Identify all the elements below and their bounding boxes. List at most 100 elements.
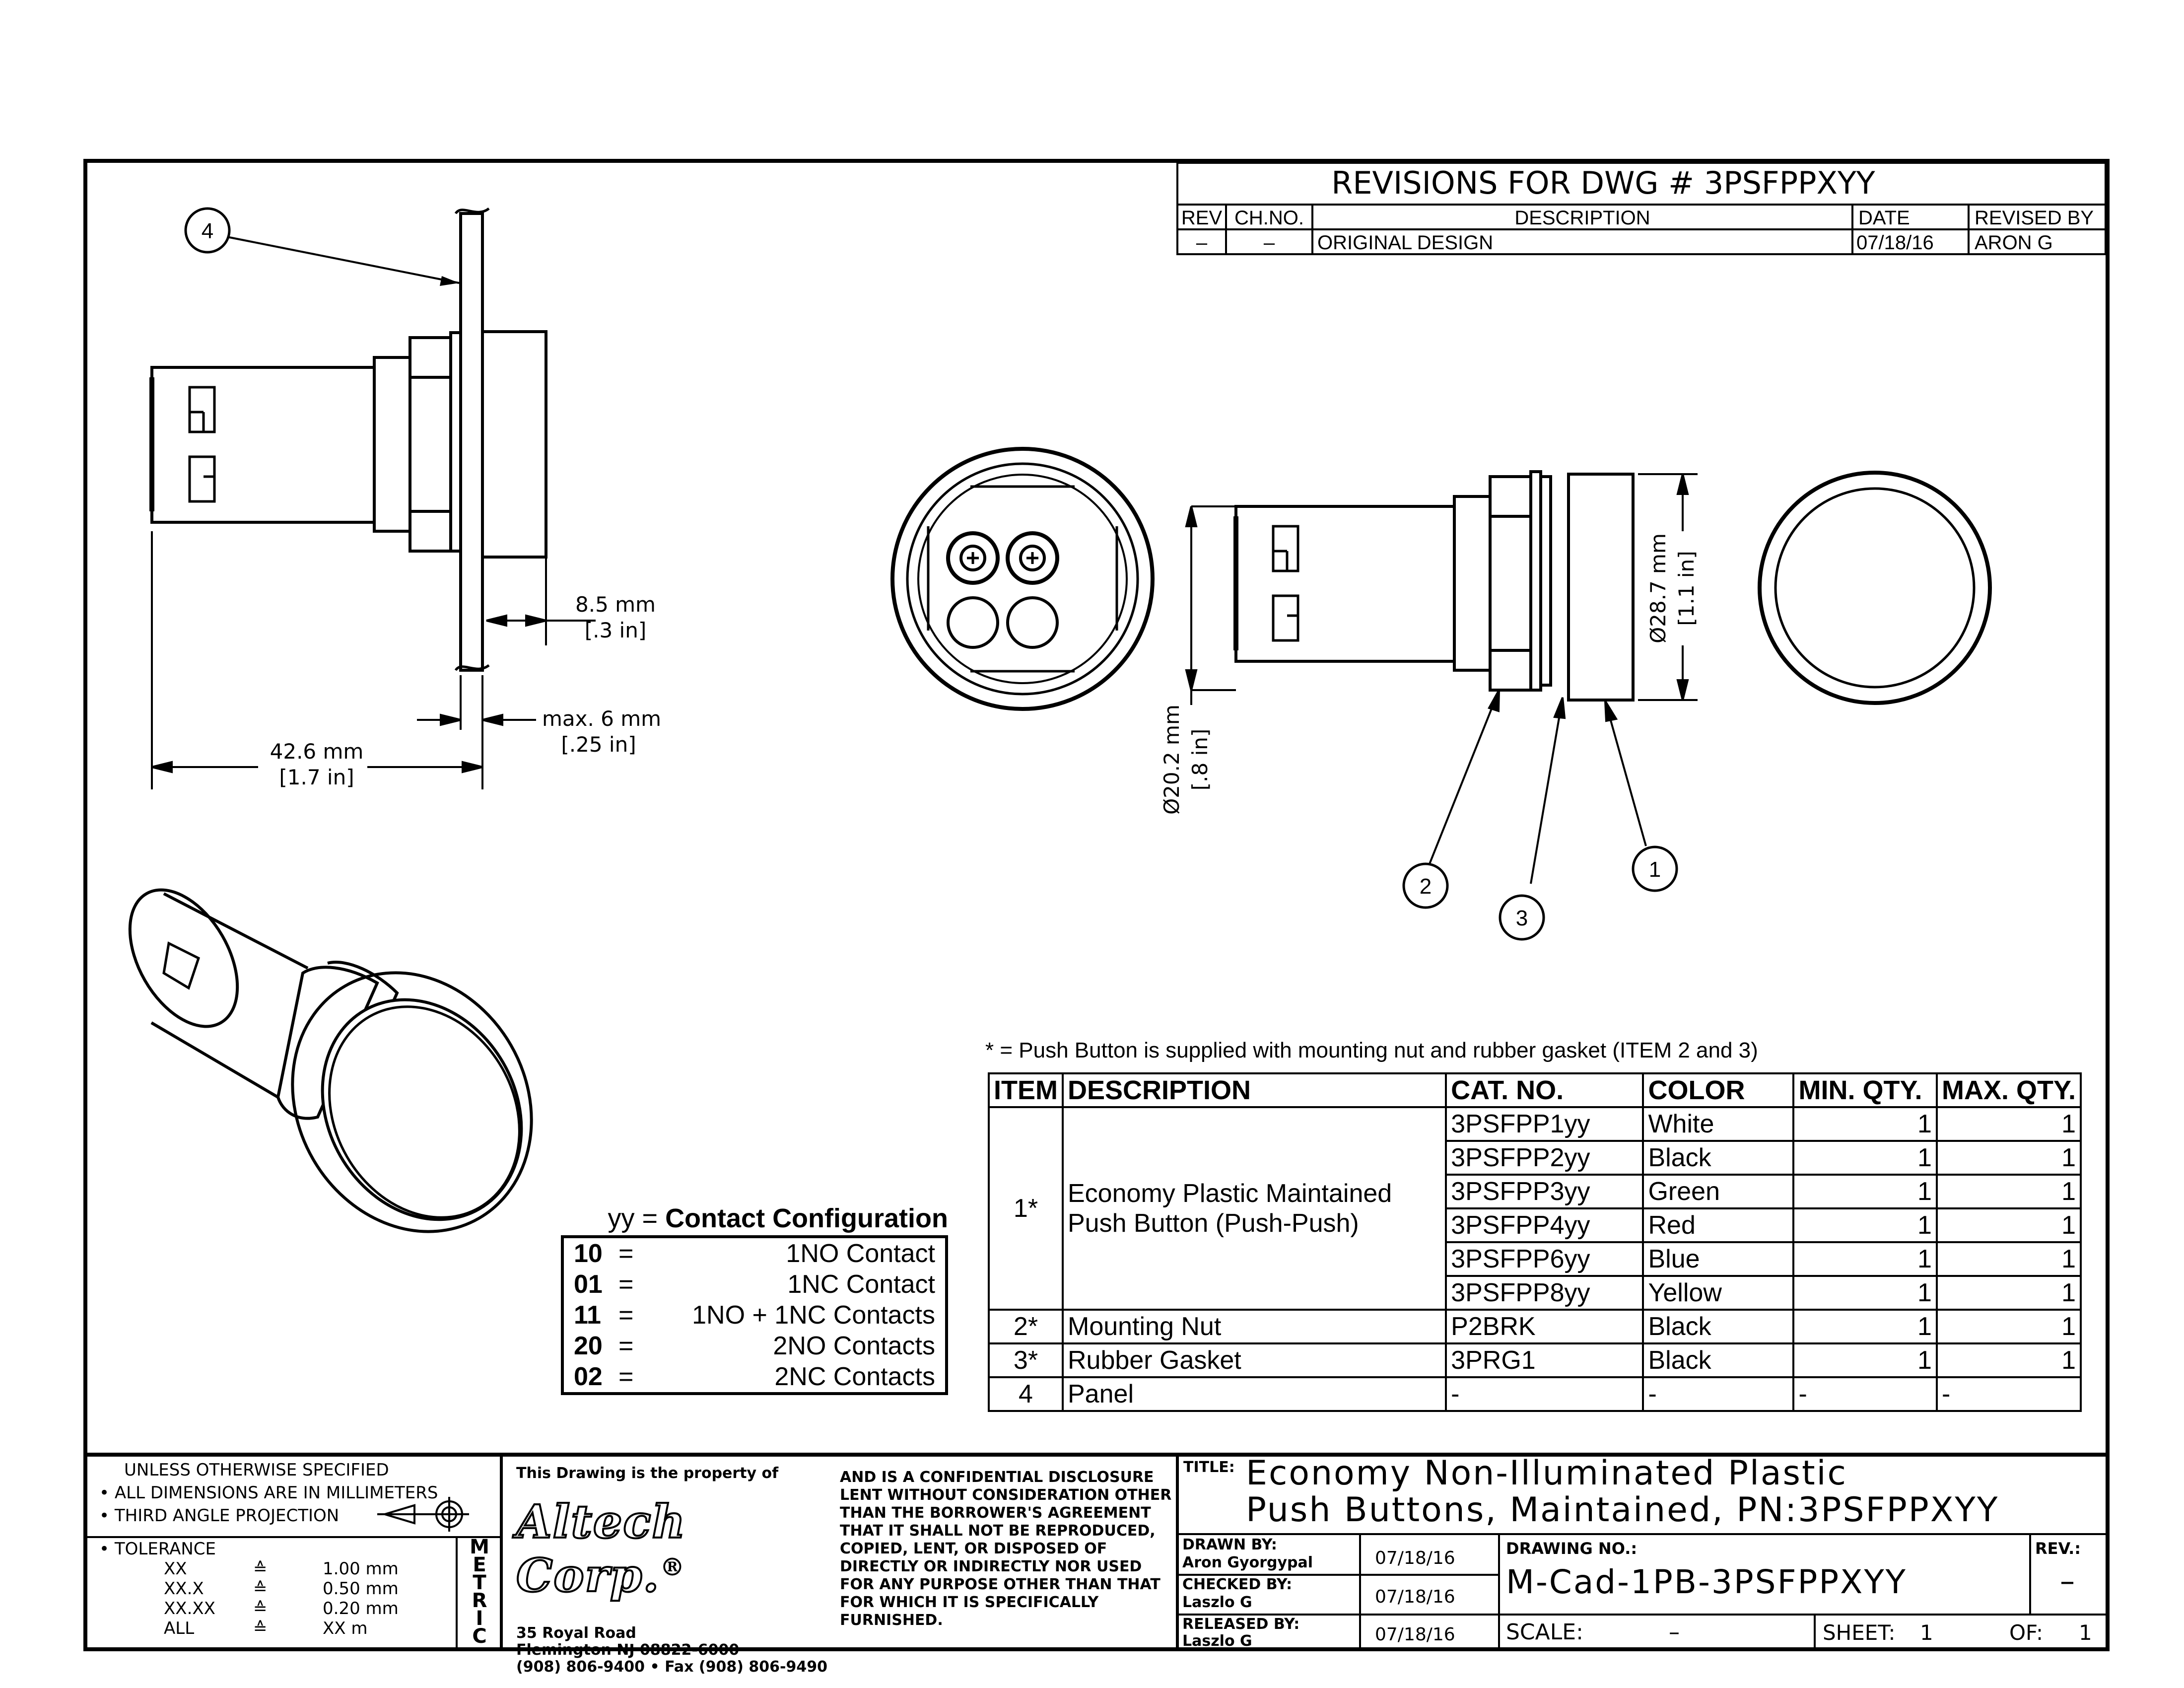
sheet-value: 1 — [1920, 1620, 1933, 1645]
bom-min: 1 — [1792, 1342, 1938, 1378]
bom-item: 4 — [988, 1376, 1064, 1412]
contact-config-row: 11 = 1NO + 1NC Contacts — [574, 1300, 935, 1331]
bom-row: 1* Economy Plastic Maintained Push Butto… — [988, 1106, 2082, 1311]
company-logo: Altech Corp.® — [515, 1494, 686, 1603]
bom-cat: - — [1445, 1376, 1644, 1412]
tol-key: XX — [164, 1559, 187, 1579]
drawn-by: Aron Gyorgypal — [1182, 1554, 1313, 1571]
bom-color: White — [1642, 1106, 1795, 1142]
balloon-2-label: 2 — [1420, 874, 1432, 899]
dim-max-6-in: [.25 in] — [561, 732, 636, 757]
bom-header-item: ITEM — [988, 1072, 1064, 1108]
bom-row: 3PSFPP4yy Red 1 1 — [989, 1207, 2082, 1243]
contact-config-prefix: yy = — [608, 1203, 666, 1233]
side-view — [149, 207, 547, 672]
revisions-title: REVISIONS FOR DWG # 3PSFPPXYY — [1331, 165, 1875, 201]
balloon-1-label: 1 — [1649, 857, 1661, 882]
drawn-date: 07/18/16 — [1375, 1548, 1455, 1568]
contact-eq: = — [618, 1332, 634, 1360]
bom-row: 3PSFPP6yy Blue 1 1 — [989, 1241, 2082, 1277]
bom-desc-line2: Push Button (Push-Push) — [1068, 1209, 1359, 1238]
bom-color: Black — [1642, 1309, 1795, 1344]
tol-approx: ≙ — [253, 1559, 268, 1579]
contact-code: 01 — [574, 1270, 603, 1299]
bom-cat: P2BRK — [1445, 1309, 1644, 1344]
bom-max: 1 — [1935, 1275, 2082, 1311]
third-angle-projection: • THIRD ANGLE PROJECTION — [99, 1506, 340, 1526]
bom-description: Rubber Gasket — [1061, 1342, 1447, 1378]
balloon-2 — [1402, 862, 1449, 909]
third-angle-projection-icon — [377, 1497, 469, 1532]
note-asterisk: * = Push Button is supplied with mountin… — [985, 1038, 1758, 1062]
bom-color: - — [1642, 1376, 1795, 1412]
property-of: This Drawing is the property of — [516, 1465, 779, 1482]
rev-label: REV.: — [2035, 1539, 2081, 1558]
bom-description: Economy Plastic Maintained Push Button (… — [1061, 1106, 1447, 1311]
contact-config-title: Contact Configuration — [665, 1203, 948, 1233]
dim-dia-20-2-in: [.8 in] — [1188, 729, 1212, 790]
of-label: OF: — [2009, 1620, 2044, 1645]
bom-min: 1 — [1792, 1106, 1938, 1142]
sheet-label: SHEET: — [1823, 1620, 1896, 1645]
bom-table: ITEM DESCRIPTION CAT. NO. COLOR MIN. QTY… — [988, 1072, 2082, 1412]
phone-fax: (908) 806-9400 • Fax (908) 806-9490 — [516, 1658, 827, 1676]
rev-header-revised-by: REVISED BY — [1975, 207, 2094, 229]
bom-row: 4 Panel - - - - — [988, 1376, 2082, 1412]
contact-label: 1NO Contact — [786, 1239, 935, 1268]
dim-42-6-mm: 42.6 mm — [270, 739, 364, 764]
bom-header-row: ITEM DESCRIPTION CAT. NO. COLOR MIN. QTY… — [988, 1072, 2082, 1108]
checked-by: Laszlo G — [1182, 1594, 1252, 1611]
bom-color: Black — [1642, 1342, 1795, 1378]
unless-specified: UNLESS OTHERWISE SPECIFIED — [124, 1460, 389, 1480]
tol-key: XX.XX — [164, 1599, 215, 1618]
bom-max: 1 — [1935, 1106, 2082, 1142]
rev-row-rev: – — [1196, 232, 1208, 254]
bom-max: 1 — [1935, 1174, 2082, 1209]
address-line2: Flemington NJ 08822-6000 — [516, 1641, 740, 1659]
contact-code: 20 — [574, 1332, 603, 1360]
side-view-2 — [1233, 470, 1635, 702]
contact-eq: = — [618, 1301, 634, 1330]
contact-eq: = — [618, 1362, 634, 1391]
dim-8-5-in: [.3 in] — [585, 618, 646, 642]
dim-42-6-in: [1.7 in] — [279, 765, 354, 789]
dim-dia-28-7-in: [1.1 in] — [1674, 551, 1699, 626]
bom-cat: 3PRG1 — [1445, 1342, 1644, 1378]
bom-row: 3PSFPP8yy Yellow 1 1 — [989, 1275, 2082, 1311]
bom-cat: 3PSFPP1yy — [1445, 1106, 1644, 1142]
bom-header-max-qty: MAX. QTY. — [1935, 1072, 2082, 1108]
contact-config: yy = Contact Configuration 10 = 1NO Cont… — [561, 1201, 948, 1395]
tolerance-label: • TOLERANCE — [99, 1539, 216, 1559]
contact-code: 11 — [574, 1301, 601, 1330]
rev-header-date: DATE — [1858, 207, 1910, 229]
contact-config-row: 10 = 1NO Contact — [574, 1238, 935, 1269]
contact-label: 2NO Contacts — [773, 1332, 935, 1360]
bom-row: 3PSFPP2yy Black 1 1 — [989, 1140, 2082, 1176]
balloon-4-label: 4 — [202, 219, 213, 243]
address-line1: 35 Royal Road — [516, 1624, 636, 1642]
bom-color: Blue — [1642, 1241, 1795, 1277]
bom-row: 2* Mounting Nut P2BRK Black 1 1 — [988, 1309, 2082, 1344]
tolerance-block: • TOLERANCE XX ≙ 1.00 mm XX.X ≙ 0.50 mm … — [99, 1539, 452, 1638]
dim-dia-28-7-mm: Ø28.7 mm — [1646, 533, 1670, 643]
bom-cat: 3PSFPP4yy — [1445, 1207, 1644, 1243]
tol-key: ALL — [164, 1618, 195, 1638]
bom-max: 1 — [1935, 1140, 2082, 1176]
dim-dia-20-2-mm: Ø20.2 mm — [1160, 704, 1184, 815]
rev-header-rev: REV — [1181, 207, 1223, 229]
rev-row-revised-by: ARON G — [1975, 232, 2053, 254]
balloon-1 — [1632, 845, 1678, 892]
contact-config-row: 20 = 2NO Contacts — [574, 1331, 935, 1361]
contact-eq: = — [618, 1270, 634, 1299]
bom-max: - — [1935, 1376, 2082, 1412]
drawing-number: M-Cad-1PB-3PSFPPXYY — [1506, 1563, 1907, 1601]
drawing-title-line1: Economy Non-Illuminated Plastic — [1246, 1454, 1847, 1493]
rev-header-chno: CH.NO. — [1234, 207, 1304, 229]
bom-cat: 3PSFPP6yy — [1445, 1241, 1644, 1277]
dim-8-5-mm: 8.5 mm — [575, 592, 656, 617]
tol-value: 0.50 mm — [323, 1579, 399, 1599]
bom-min: 1 — [1792, 1174, 1938, 1209]
contact-label: 2NC Contacts — [774, 1362, 935, 1391]
scale-value: – — [1669, 1619, 1680, 1645]
